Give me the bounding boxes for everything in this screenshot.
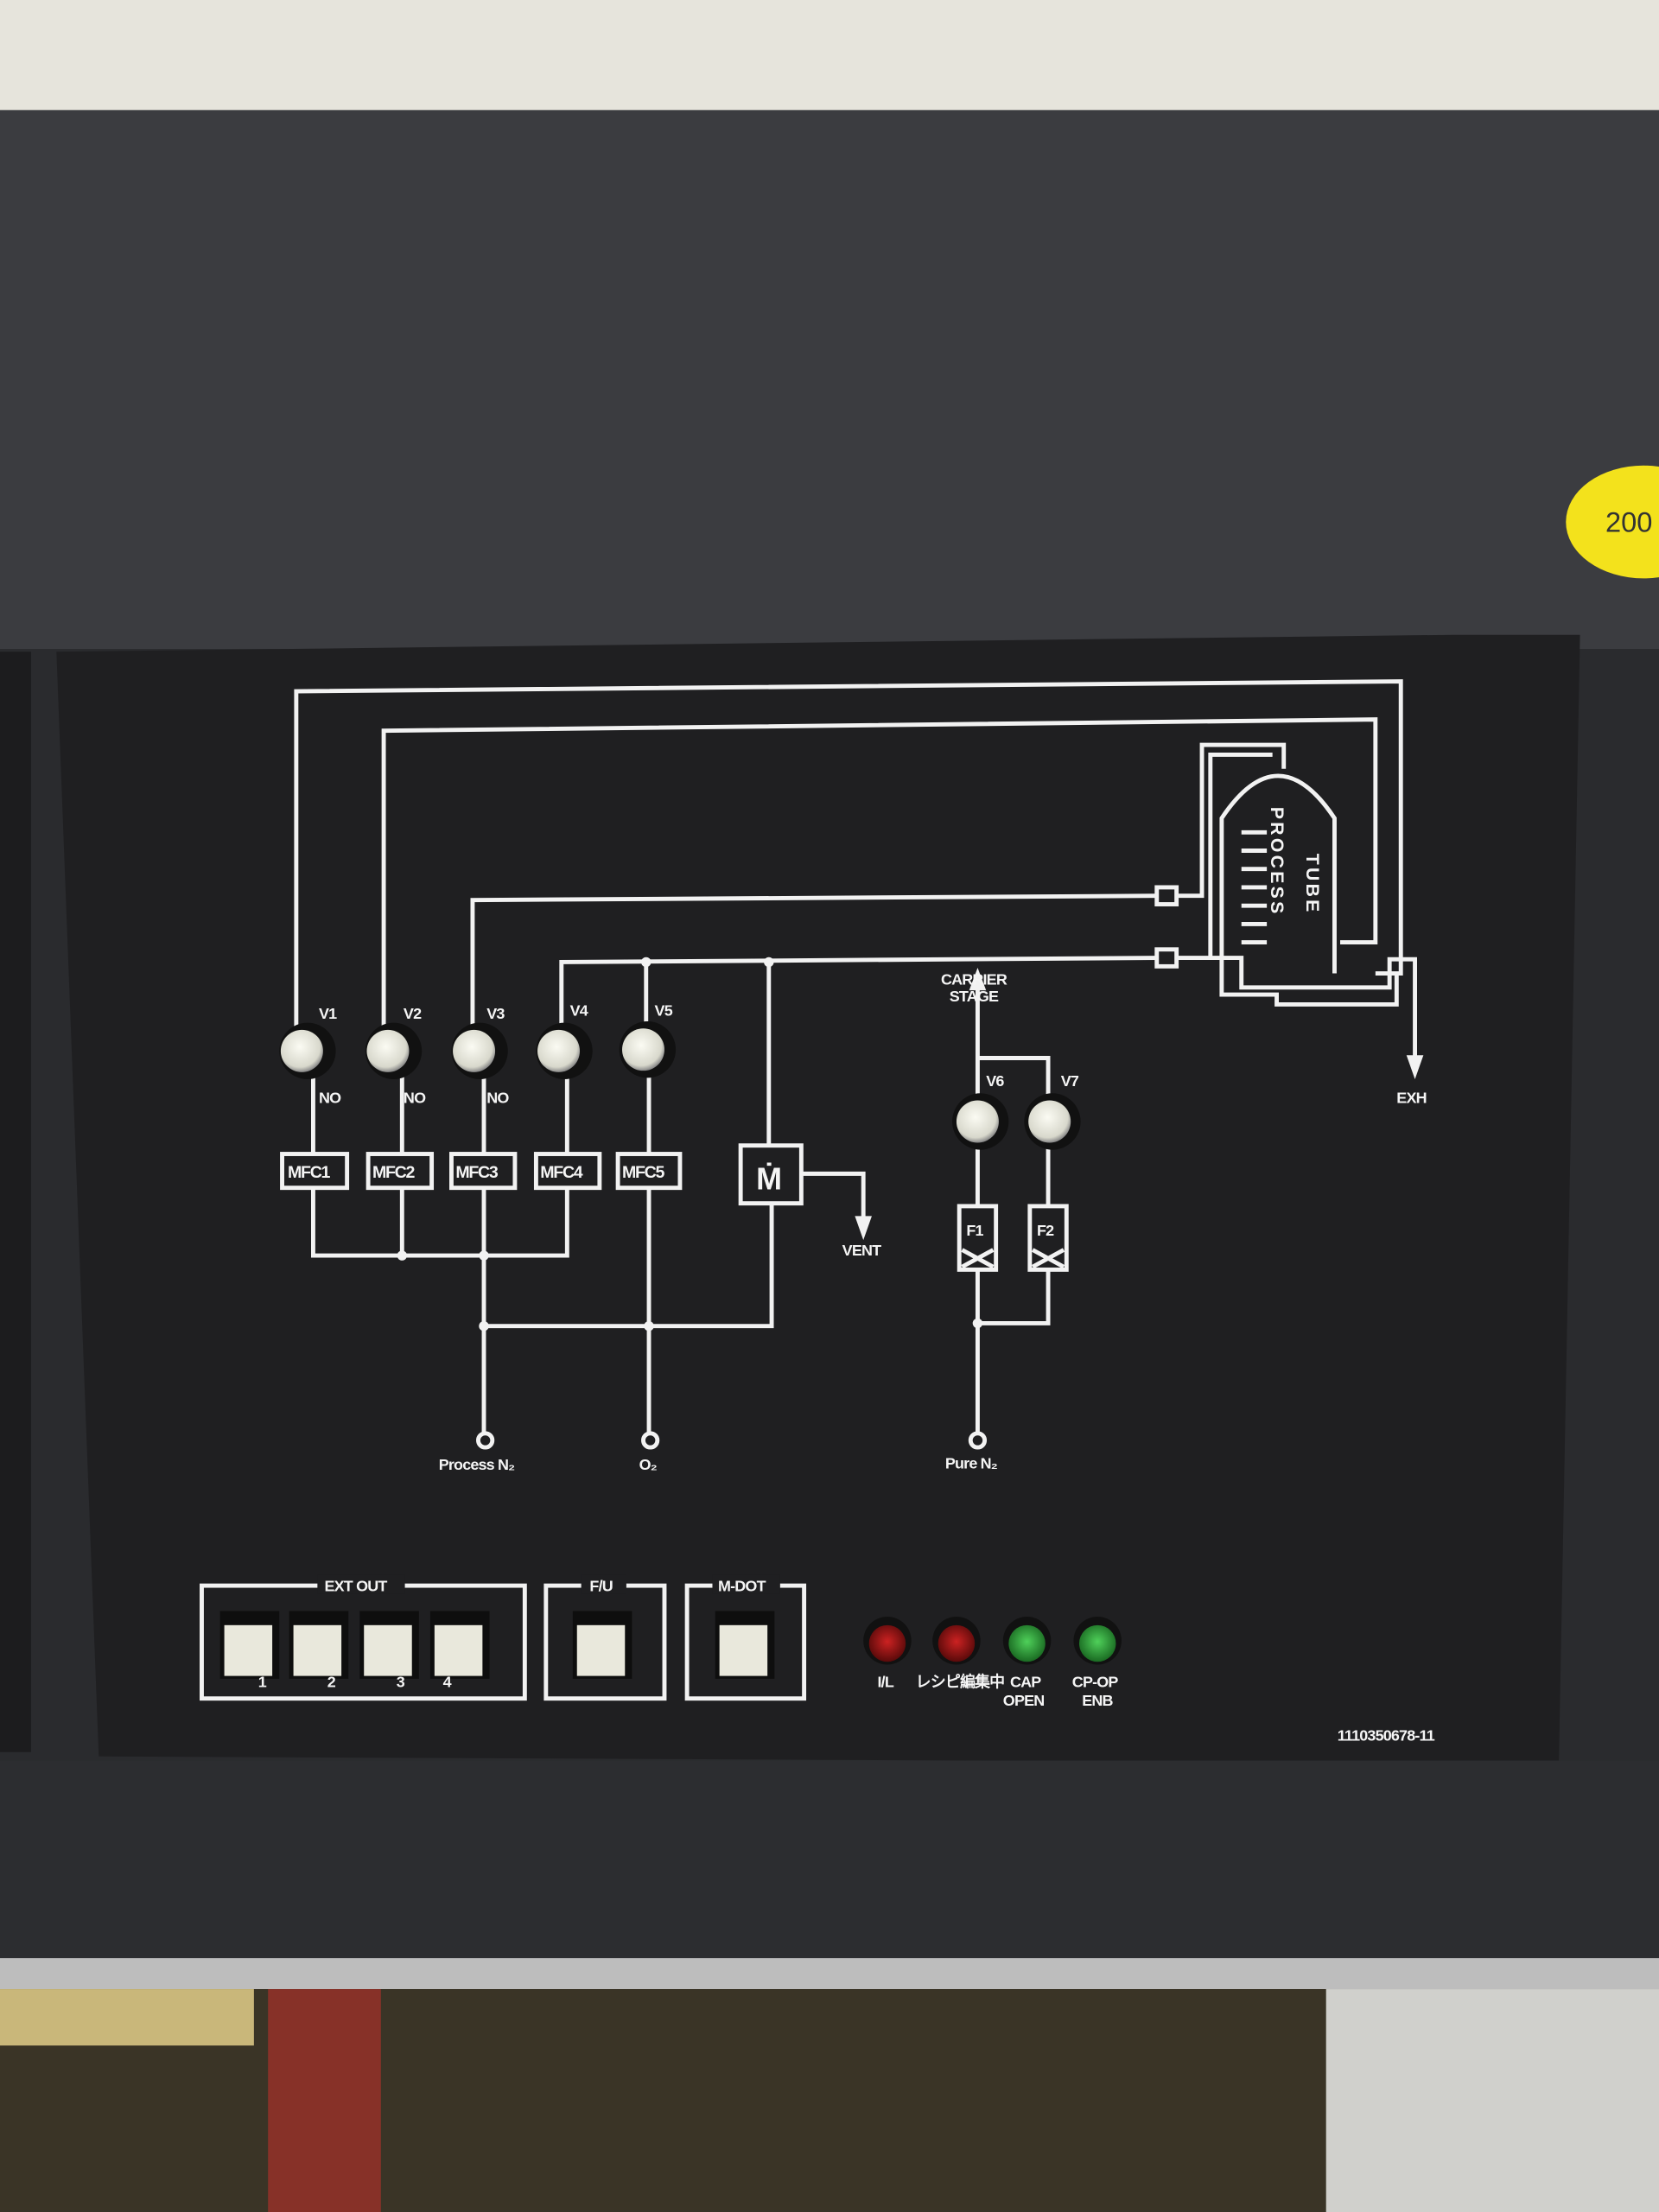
svg-text:EXT OUT: EXT OUT xyxy=(325,1578,388,1595)
svg-text:V1: V1 xyxy=(319,1005,337,1022)
top-cabinet xyxy=(0,0,1659,113)
valve-v5[interactable]: V5 xyxy=(619,1002,677,1078)
indicator-interlock: I/L xyxy=(863,1617,912,1691)
valve-v4[interactable]: V4 xyxy=(536,1002,593,1079)
vent-label: VENT xyxy=(842,1242,881,1259)
svg-text:1: 1 xyxy=(258,1674,267,1691)
control-plate xyxy=(56,634,1580,1764)
filter-f1: F1 xyxy=(957,1204,999,1272)
valve-v6[interactable]: V6 xyxy=(952,1072,1009,1150)
svg-text:O₂: O₂ xyxy=(639,1456,658,1473)
window-frame xyxy=(1325,1989,1659,2212)
mfc5: MFC5 xyxy=(615,1152,683,1191)
filter-f2: F2 xyxy=(1027,1204,1069,1272)
upper-panel xyxy=(0,110,1659,653)
svg-text:OPEN: OPEN xyxy=(1003,1692,1045,1709)
svg-text:3: 3 xyxy=(397,1674,405,1691)
svg-text:I/L: I/L xyxy=(878,1674,894,1691)
serial-number: 1110350678-11 xyxy=(1338,1727,1435,1745)
mdot-button[interactable] xyxy=(715,1611,775,1679)
svg-text:F/U: F/U xyxy=(589,1578,612,1595)
mfc3: MFC3 xyxy=(449,1152,518,1191)
lower-panel xyxy=(0,1760,1659,1959)
svg-text:F1: F1 xyxy=(966,1222,983,1239)
svg-text:V2: V2 xyxy=(404,1005,422,1022)
indicator-recipe-editing: レシピ編集中 xyxy=(916,1617,1005,1691)
svg-text:NO: NO xyxy=(486,1090,509,1107)
svg-text:CAP: CAP xyxy=(1010,1674,1041,1691)
svg-text:Process N₂: Process N₂ xyxy=(439,1456,515,1473)
inlet-process-n2: Process N₂ xyxy=(439,1431,516,1473)
svg-text:2: 2 xyxy=(327,1674,336,1691)
svg-text:NO: NO xyxy=(404,1090,426,1107)
carrier-label: CARRIER xyxy=(941,971,1007,988)
svg-text:レシピ編集中: レシピ編集中 xyxy=(916,1673,1005,1691)
sticker xyxy=(1566,465,1659,579)
svg-text:CP-OP: CP-OP xyxy=(1072,1674,1119,1691)
stage-label: STAGE xyxy=(950,988,999,1005)
process-tube-label: PROCESS xyxy=(1267,807,1287,917)
svg-text:ENB: ENB xyxy=(1082,1692,1113,1709)
injector-arrows xyxy=(1241,830,1268,945)
mfc2: MFC2 xyxy=(365,1152,435,1191)
svg-text:4: 4 xyxy=(443,1674,452,1691)
svg-text:MFC2: MFC2 xyxy=(372,1163,415,1182)
svg-text:Ṁ: Ṁ xyxy=(756,1160,782,1196)
svg-text:V3: V3 xyxy=(486,1005,505,1022)
svg-text:NO: NO xyxy=(319,1090,341,1107)
sticker-text: 200 xyxy=(1605,506,1652,538)
mfc4: MFC4 xyxy=(533,1152,602,1191)
tube-label: TUBE xyxy=(1302,854,1322,915)
trim xyxy=(0,1958,1659,1990)
fu-group: F/U xyxy=(543,1574,667,1701)
svg-text:V7: V7 xyxy=(1061,1072,1079,1090)
inlet-pure-n2: Pure N₂ xyxy=(945,1431,999,1472)
svg-text:Pure N₂: Pure N₂ xyxy=(945,1455,998,1472)
ext-out-button-3[interactable]: 3 xyxy=(359,1611,419,1691)
ext-out-button-4[interactable]: 4 xyxy=(429,1611,490,1691)
svg-text:V4: V4 xyxy=(570,1002,588,1020)
inlet-o2: O₂ xyxy=(639,1431,660,1473)
svg-text:V6: V6 xyxy=(986,1072,1004,1090)
ext-out-group: EXT OUT xyxy=(200,1574,527,1701)
svg-text:MFC4: MFC4 xyxy=(540,1163,582,1182)
mdot-group: M-DOT xyxy=(684,1574,807,1701)
window-reflection xyxy=(268,1989,381,2212)
svg-text:F2: F2 xyxy=(1037,1222,1054,1239)
fu-button[interactable] xyxy=(572,1611,632,1679)
valve-v7[interactable]: V7 xyxy=(1024,1072,1081,1150)
ext-out-button-2[interactable]: 2 xyxy=(289,1611,349,1691)
ext-out-button-1[interactable]: 1 xyxy=(219,1611,280,1691)
svg-text:M-DOT: M-DOT xyxy=(718,1578,766,1595)
mfc1: MFC1 xyxy=(280,1152,350,1191)
svg-text:MFC3: MFC3 xyxy=(455,1163,498,1182)
left-edge xyxy=(0,652,31,1752)
svg-text:MFC5: MFC5 xyxy=(622,1163,664,1182)
exhaust-label: EXH xyxy=(1396,1090,1426,1107)
mass-flow-meter: Ṁ xyxy=(738,1143,804,1206)
window-reflection xyxy=(0,1989,254,2046)
piping xyxy=(294,679,1424,1433)
svg-text:V5: V5 xyxy=(655,1002,673,1020)
svg-text:MFC1: MFC1 xyxy=(288,1163,330,1182)
